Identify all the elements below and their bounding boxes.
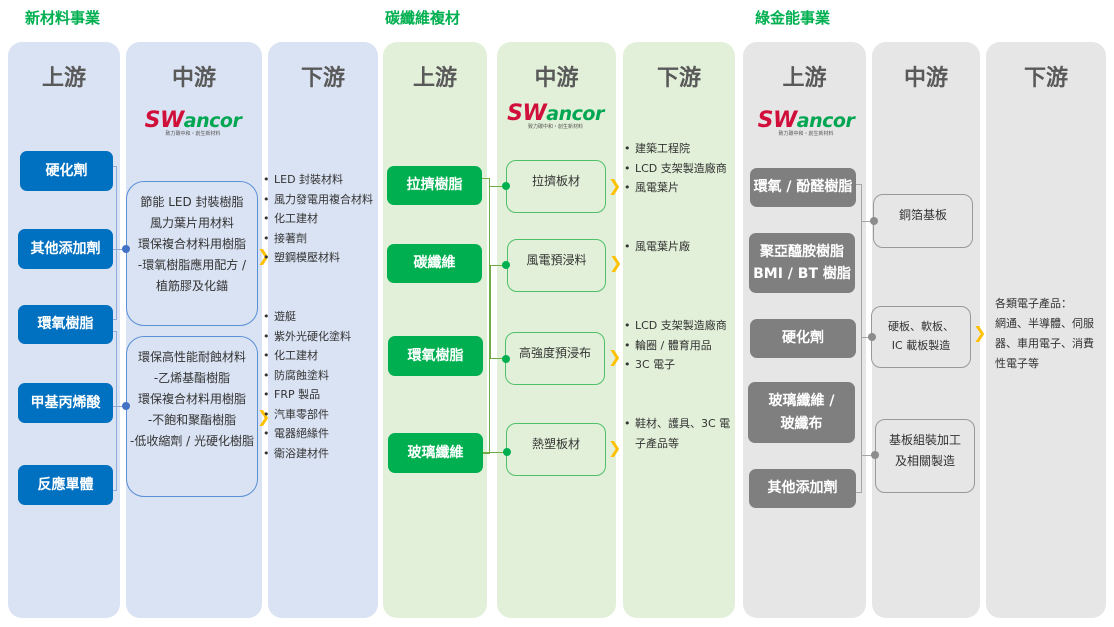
- upstream-box: 玻璃纖維: [388, 433, 483, 473]
- upstream-box: 拉擠樹脂: [387, 166, 482, 205]
- s3-midstream-column: 中游: [872, 42, 980, 618]
- upstream-box: 其他添加劑: [749, 469, 856, 508]
- connector: [482, 178, 490, 454]
- section-title-new-materials: 新材料事業: [25, 9, 101, 27]
- connector: [113, 166, 117, 320]
- column-header: 中游: [171, 66, 216, 91]
- midstream-box: 熱塑板材: [506, 423, 606, 476]
- column-header: 上游: [782, 66, 827, 91]
- connector-dot: [502, 261, 510, 269]
- connector: [113, 406, 128, 407]
- connector: [856, 184, 862, 493]
- midstream-box: 基板組裝加工及相關製造: [875, 419, 975, 493]
- column-header: 下游: [300, 66, 345, 91]
- column-header: 上游: [41, 66, 86, 91]
- section-title-green-energy: 綠金能事業: [755, 9, 831, 27]
- column-header: 中游: [903, 66, 948, 91]
- upstream-box: 硬化劑: [20, 151, 113, 191]
- downstream-list: 鞋材、護具、3C 電子產品等: [624, 414, 734, 453]
- connector-dot: [868, 333, 876, 341]
- chevron-right-icon: ❯: [973, 323, 987, 342]
- downstream-list: LCD 支架製造廠商輪圈 / 體育用品3C 電子: [624, 316, 727, 375]
- section-title-carbon-fiber: 碳纖維複材: [385, 9, 461, 27]
- connector: [113, 331, 117, 491]
- connector: [862, 455, 874, 456]
- s1-midstream-column: 中游: [126, 42, 262, 618]
- midstream-box: 高強度預浸布: [505, 332, 605, 385]
- connector: [482, 452, 506, 453]
- chevron-right-icon: ❯: [609, 253, 623, 272]
- upstream-box: 環氧 / 酚醛樹脂: [750, 168, 856, 207]
- connector-dot: [503, 448, 511, 456]
- connector-dot: [870, 217, 878, 225]
- connector-dot: [502, 182, 510, 190]
- downstream-list: 建築工程院LCD 支架製造廠商風電葉片: [624, 139, 727, 198]
- chevron-right-icon: ❯: [608, 176, 622, 195]
- upstream-box: 碳纖維: [387, 244, 482, 283]
- midstream-box: 環保高性能耐蝕材料-乙烯基酯樹脂環保複合材料用樹脂-不飽和聚酯樹脂-低收縮劑 /…: [126, 336, 258, 497]
- s2-midstream-column: 中游: [497, 42, 616, 618]
- connector-dot: [871, 451, 879, 459]
- midstream-box: 節能 LED 封裝樹脂風力葉片用材料環保複合材料用樹脂-環氧樹脂應用配方 /植筋…: [126, 181, 258, 326]
- connector: [490, 265, 506, 359]
- column-header: 下游: [1023, 66, 1068, 91]
- column-header: 上游: [412, 66, 457, 91]
- s2-upstream-column: 上游: [383, 42, 487, 618]
- chevron-right-icon: ❯: [608, 438, 622, 457]
- connector-dot: [122, 245, 130, 253]
- upstream-box: 其他添加劑: [18, 229, 113, 269]
- downstream-list: 遊艇紫外光硬化塗料化工建材防腐蝕塗料FRP 製品汽車零部件電器絕緣件衛浴建材件: [263, 307, 351, 463]
- connector-dot: [122, 402, 130, 410]
- connector: [862, 221, 874, 222]
- midstream-box: 風電預浸料: [507, 239, 606, 292]
- connector: [113, 249, 128, 250]
- upstream-box: 反應單體: [18, 465, 113, 505]
- chevron-right-icon: ❯: [608, 347, 622, 366]
- downstream-list: LED 封裝材料風力發電用複合材料化工建材接著劑塑鋼模壓材料: [263, 170, 373, 268]
- downstream-list: 風電葉片廠: [624, 237, 690, 257]
- midstream-box: 硬板、軟板、IC 載板製造: [871, 306, 971, 368]
- connector: [490, 186, 506, 187]
- midstream-box: 拉擠板材: [506, 160, 606, 213]
- midstream-box: 銅箔基板: [873, 194, 973, 248]
- upstream-box: 環氧樹脂: [18, 305, 113, 344]
- upstream-box: 甲基丙烯酸: [18, 383, 113, 423]
- downstream-text: 各類電子產品：網通、半導體、伺服器、車用電子、消費性電子等: [995, 297, 1094, 370]
- upstream-box: 玻璃纖維 /玻纖布: [748, 382, 855, 443]
- s3-downstream-column: 下游: [986, 42, 1106, 618]
- connector-dot: [502, 355, 510, 363]
- column-header: 中游: [534, 66, 579, 91]
- upstream-box: 環氧樹脂: [388, 336, 483, 376]
- column-header: 下游: [656, 66, 701, 91]
- upstream-box: 硬化劑: [750, 319, 856, 358]
